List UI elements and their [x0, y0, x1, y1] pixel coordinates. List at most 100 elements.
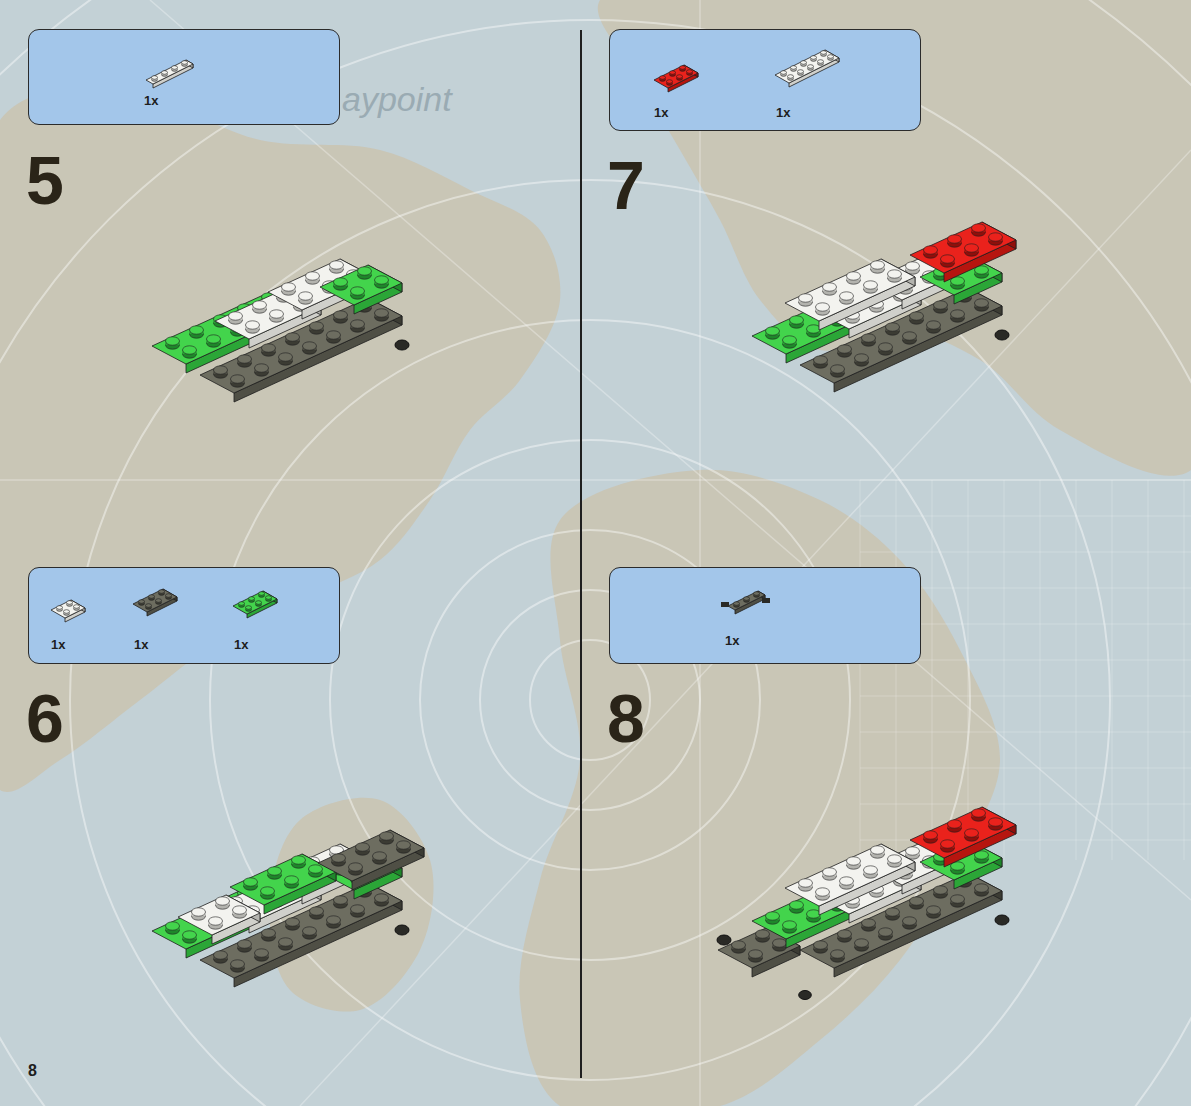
stud-top [334, 278, 348, 286]
stud-top [924, 831, 938, 839]
plate-top [318, 830, 424, 881]
grid-line [1040, 480, 1041, 860]
stud-top [146, 604, 152, 608]
part-quantity: 1x [144, 94, 158, 107]
stud-top [838, 930, 852, 938]
grid-line [1112, 480, 1113, 860]
stud-top [266, 596, 272, 600]
stud-top [238, 355, 252, 363]
stud-top [888, 855, 902, 863]
grid-line [1004, 480, 1005, 860]
stud-top [734, 602, 740, 606]
stud-top [253, 301, 267, 309]
grid-line [0, 479, 1191, 481]
stud-top [351, 905, 365, 913]
stud-top [941, 255, 955, 263]
stud-top [791, 66, 797, 70]
stud-top [906, 262, 920, 270]
stud-top [285, 876, 299, 884]
stud-top [879, 928, 893, 936]
stud-top [214, 951, 228, 959]
step-model [752, 222, 1016, 392]
lego-plate [728, 591, 765, 614]
stud-top [330, 261, 344, 269]
step-model [152, 259, 409, 402]
stud-top [327, 331, 341, 339]
stud-top [814, 941, 828, 949]
stud-top [255, 949, 269, 957]
stud-top [934, 886, 948, 894]
parts-illustration [29, 30, 341, 126]
stud-top [766, 327, 780, 335]
stud-top [233, 906, 247, 914]
stud-top [951, 310, 965, 318]
stud-top [783, 921, 797, 929]
clip-pin [395, 925, 409, 935]
step-number: 8 [607, 684, 645, 752]
stud-top [332, 854, 346, 862]
stud-top [814, 356, 828, 364]
parts-illustration [29, 568, 341, 665]
stud-top [821, 51, 827, 55]
stud-top [216, 897, 230, 905]
stud-top [871, 261, 885, 269]
stud-top [862, 919, 876, 927]
stud-top [310, 907, 324, 915]
grid-line [860, 696, 1191, 697]
stud-top [349, 863, 363, 871]
clip-pin [721, 602, 729, 607]
grid-line [300, 150, 1191, 1106]
grid-line [1148, 480, 1149, 860]
grid-line [860, 480, 861, 860]
parts-callout-box: 1x [609, 567, 921, 664]
grid-line [860, 516, 1191, 517]
grid-line [699, 0, 701, 1106]
stud-top [375, 309, 389, 317]
part-quantity: 1x [234, 638, 248, 651]
clip-pin [762, 598, 770, 603]
stud-top [667, 80, 673, 84]
stud-top [749, 950, 763, 958]
grid-line [1076, 480, 1077, 860]
stud-top [279, 353, 293, 361]
page-number: 8 [28, 1063, 37, 1079]
stud-top [807, 325, 821, 333]
stud-top [152, 76, 158, 80]
step-number: 5 [26, 146, 64, 214]
stud-top [327, 916, 341, 924]
stud-top [677, 75, 683, 79]
stud-top [166, 337, 180, 345]
stud-top [282, 283, 296, 291]
stud-top [670, 71, 676, 75]
grid-line [860, 552, 1191, 553]
stud-top [687, 70, 693, 74]
stud-top [855, 939, 869, 947]
lego-plate [785, 259, 915, 330]
stud-top [838, 345, 852, 353]
stud-top [754, 592, 760, 596]
grid-circle [0, 20, 1191, 1106]
map-land [598, 0, 1191, 476]
stud-top [209, 917, 223, 925]
stud-top [886, 323, 900, 331]
stud-top [855, 354, 869, 362]
stud-top [903, 332, 917, 340]
stud-top [798, 70, 804, 74]
stud-top [823, 868, 837, 876]
stud-top [886, 908, 900, 916]
step-model [152, 830, 424, 987]
lego-plate [910, 222, 1016, 282]
plate-top [910, 807, 1016, 858]
stud-top [303, 342, 317, 350]
stud-top [732, 941, 746, 949]
stud-top [948, 235, 962, 243]
grid-circle [330, 440, 850, 960]
stud-top [239, 602, 245, 606]
stud-top [183, 346, 197, 354]
stud-top [871, 846, 885, 854]
stud-top [358, 267, 372, 275]
stud-top [989, 818, 1003, 826]
